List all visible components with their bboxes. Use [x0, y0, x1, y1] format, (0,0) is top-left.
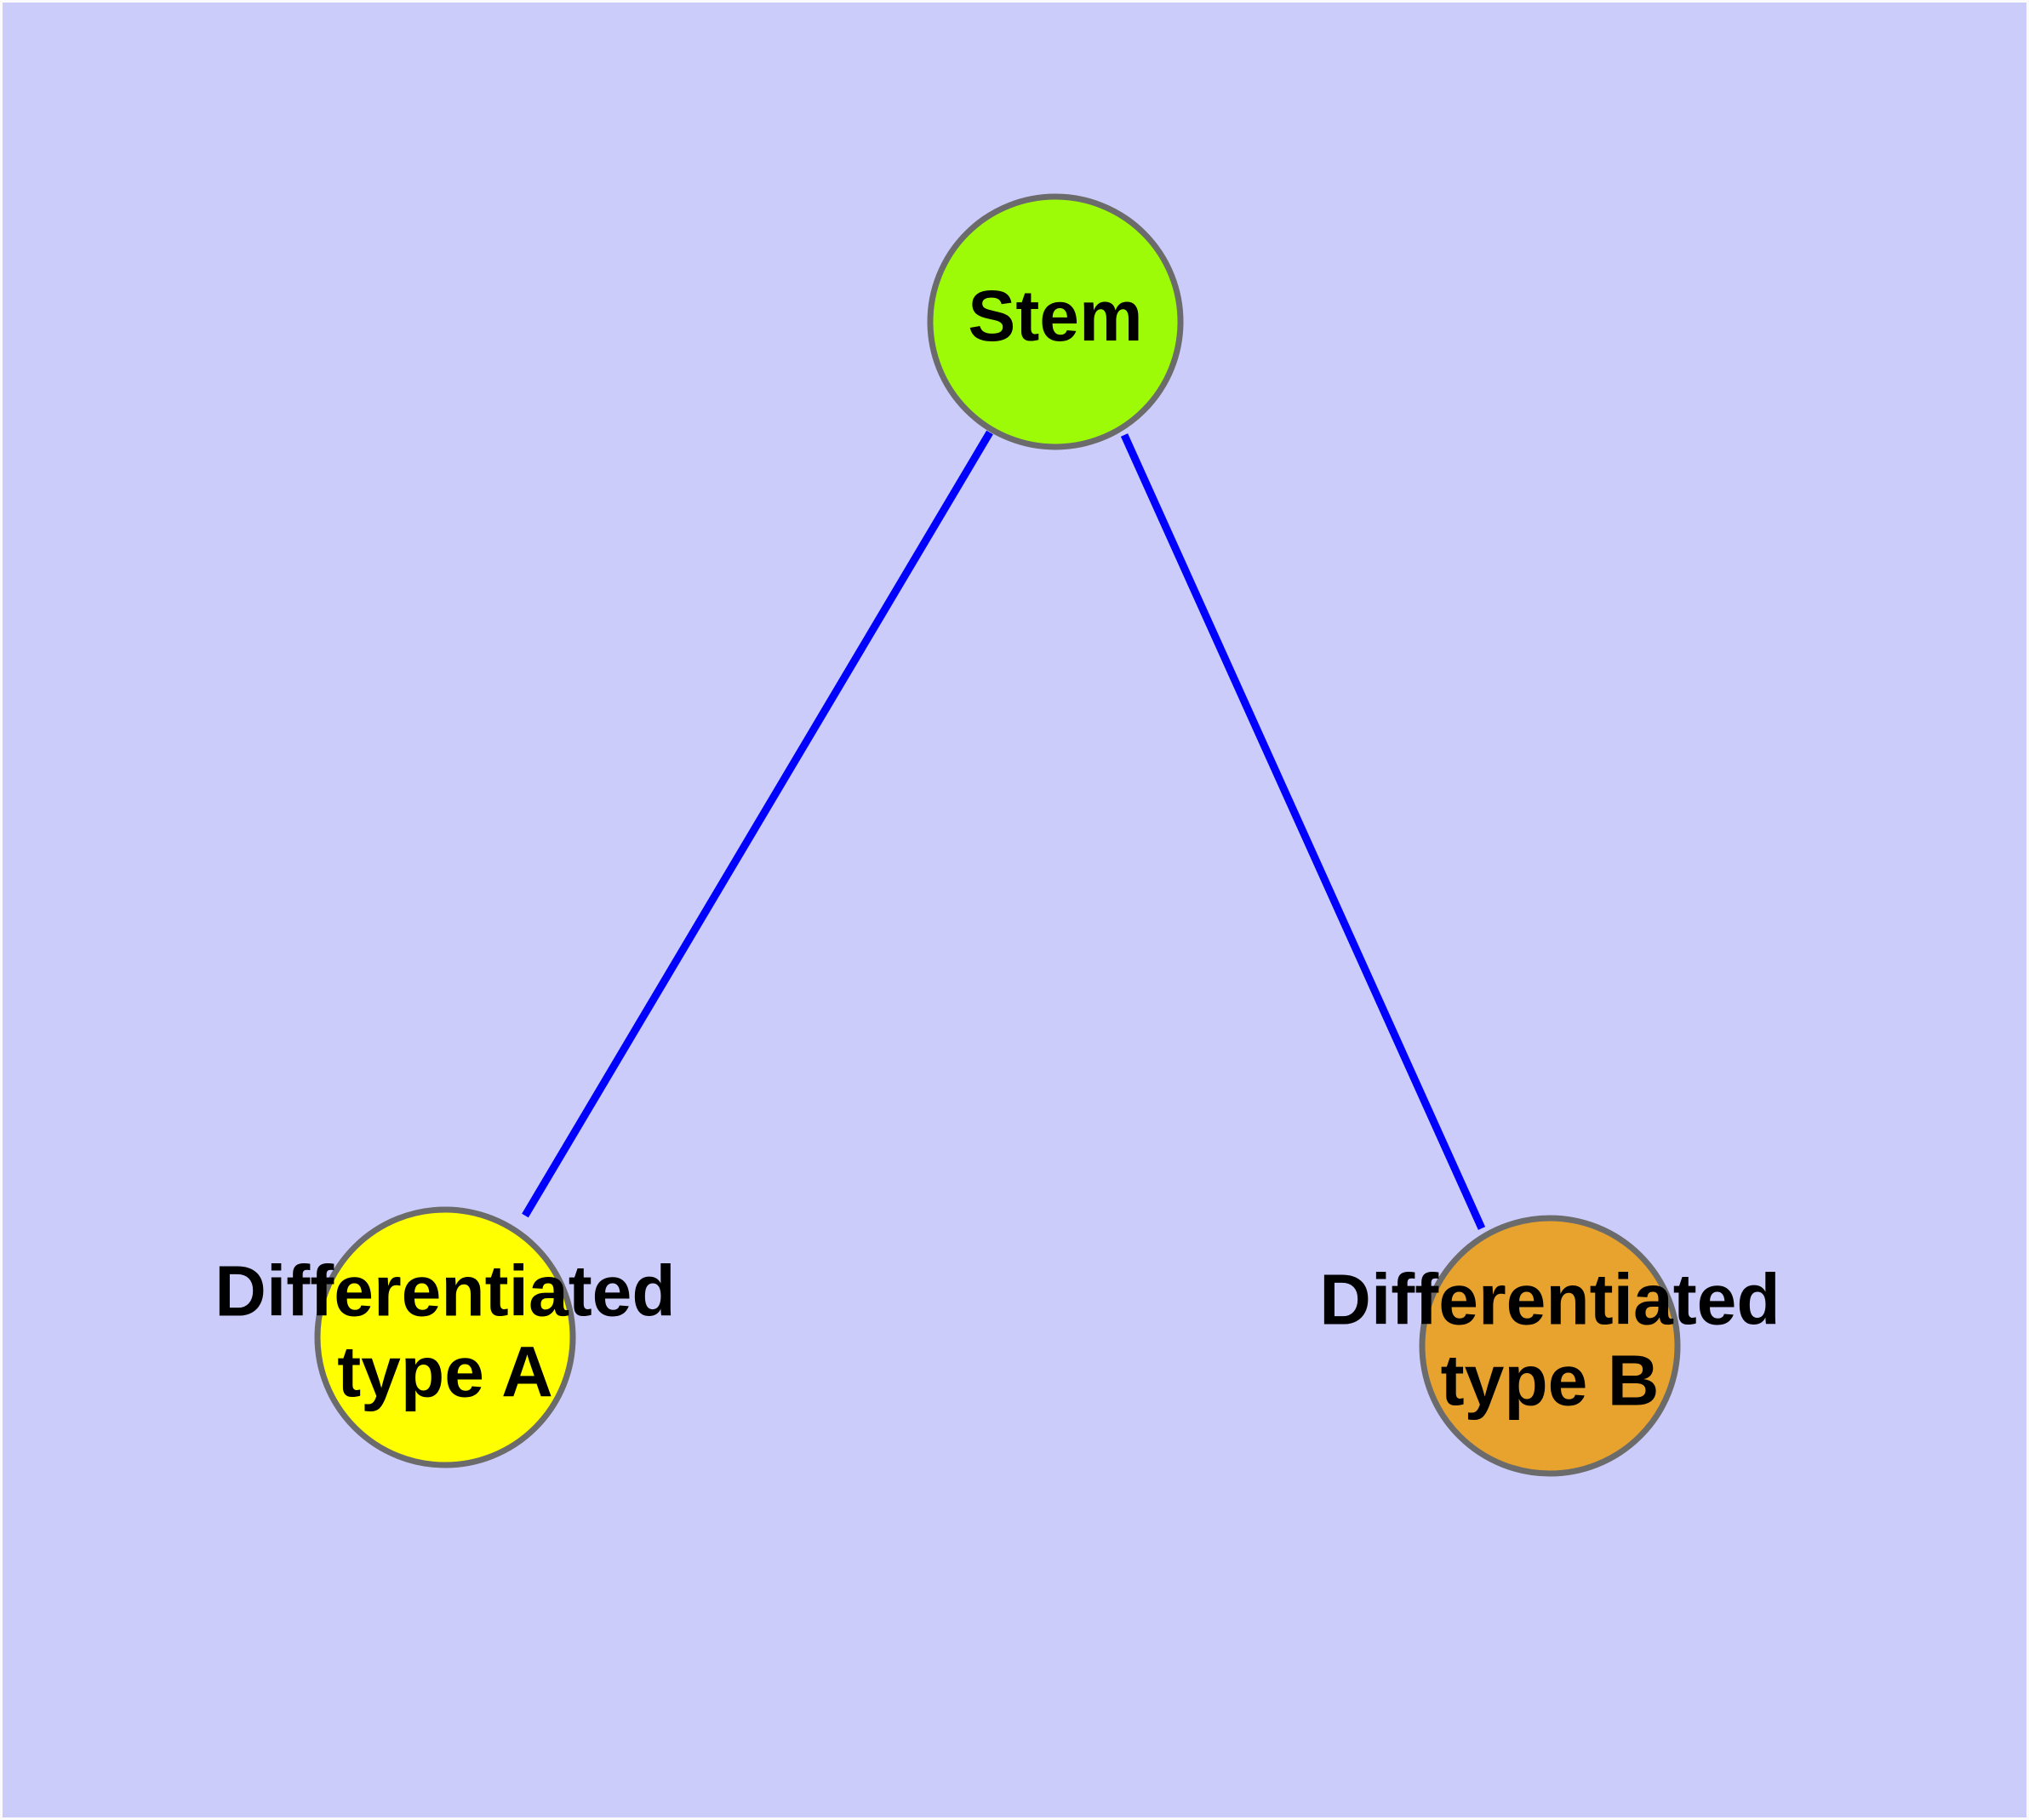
- graph-node-stem[interactable]: Stem: [927, 193, 1184, 450]
- edge-stem-diff-a[interactable]: [522, 430, 993, 1218]
- node-circle-stem[interactable]: [927, 193, 1184, 450]
- edge-stem-diff-b[interactable]: [1120, 433, 1486, 1230]
- node-circle-diff-b[interactable]: [1419, 1215, 1681, 1477]
- node-circle-diff-a[interactable]: [314, 1206, 576, 1468]
- edges-layer: [522, 430, 1486, 1230]
